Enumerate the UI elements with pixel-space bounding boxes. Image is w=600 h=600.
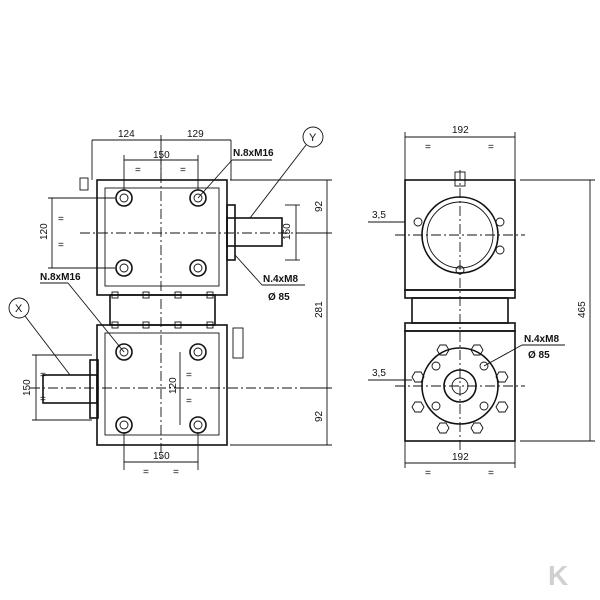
side-eq-bottom-r: = bbox=[488, 468, 494, 479]
side-flange-holes bbox=[431, 361, 489, 411]
label-lower-bolts: N.8xM16 bbox=[40, 272, 81, 283]
front-view: 124 129 150 = = 120 = = 150 92 281 92 bbox=[8, 126, 332, 478]
eq-bottom-r: = bbox=[173, 467, 179, 478]
shaft-y-callout bbox=[302, 126, 324, 148]
side-dim-192-bottom: 192 bbox=[452, 452, 469, 463]
eq-top-l: = bbox=[135, 165, 141, 176]
eq-top-r: = bbox=[180, 165, 186, 176]
label-upper-bolts: N.8xM16 bbox=[233, 148, 274, 159]
lower-bolt-bl bbox=[115, 416, 133, 434]
dim-124: 124 bbox=[118, 129, 135, 140]
shaft-x-letter: X bbox=[15, 303, 23, 315]
upper-bolt-br bbox=[189, 259, 207, 277]
side-view: 192 = = 192 = = 465 3,5 3,5 N.4xM8 Ø 85 bbox=[368, 125, 595, 479]
dim-129: 129 bbox=[187, 129, 204, 140]
lower-lug bbox=[232, 327, 244, 359]
dim-120-upper: 120 bbox=[39, 223, 50, 240]
upper-bolt-bl bbox=[115, 259, 133, 277]
lower-bolt-br bbox=[189, 416, 207, 434]
dim-92-upper: 92 bbox=[314, 200, 325, 212]
side-label-flange-bolts: N.4xM8 bbox=[524, 334, 559, 345]
eq-lower-b: = bbox=[186, 396, 192, 407]
dim-120-lower: 120 bbox=[168, 377, 179, 394]
eq-upper-left-a: = bbox=[58, 214, 64, 225]
eq-lower-a: = bbox=[186, 370, 192, 381]
side-eq-top-r: = bbox=[488, 142, 494, 153]
dim-92-lower: 92 bbox=[314, 410, 325, 422]
side-eq-top-l: = bbox=[425, 142, 431, 153]
upper-base-plate bbox=[109, 294, 216, 326]
dim-150-bottom: 150 bbox=[153, 451, 170, 462]
shaft-x bbox=[42, 374, 98, 404]
dim-150-shaft-x: 150 bbox=[22, 379, 33, 396]
side-label-flange-dia: Ø 85 bbox=[528, 350, 550, 361]
shaft-y-letter: Y bbox=[309, 132, 317, 144]
side-hex-bolts bbox=[411, 344, 509, 434]
brand-logo: K bbox=[548, 560, 568, 591]
lower-housing-inner bbox=[104, 332, 220, 436]
side-dim-192-top: 192 bbox=[452, 125, 469, 136]
dim-281: 281 bbox=[314, 301, 325, 318]
eq-bottom-l: = bbox=[143, 467, 149, 478]
shaft-x-callout bbox=[8, 297, 30, 319]
upper-bolt-tl bbox=[115, 189, 133, 207]
label-flange-dia: Ø 85 bbox=[268, 292, 290, 303]
side-upper-hole-3 bbox=[495, 245, 505, 255]
eq-shaft-x-a: = bbox=[40, 370, 46, 381]
dim-150-shaft-y: 150 bbox=[282, 223, 293, 240]
dim-150-top: 150 bbox=[153, 150, 170, 161]
upper-lug bbox=[79, 177, 89, 191]
label-flange-bolts: N.4xM8 bbox=[263, 274, 298, 285]
upper-housing-inner bbox=[104, 187, 220, 287]
side-eq-bottom-l: = bbox=[425, 468, 431, 479]
lower-bolt-tr bbox=[189, 343, 207, 361]
base-bolts bbox=[111, 291, 214, 329]
side-dim-465: 465 bbox=[577, 301, 588, 318]
lower-bolt-tl bbox=[115, 343, 133, 361]
shaft-x-collar bbox=[89, 359, 99, 419]
side-upper-hole-2 bbox=[495, 217, 505, 227]
shaft-y-collar bbox=[226, 204, 236, 261]
side-dim-3-5-lower: 3,5 bbox=[372, 368, 386, 379]
eq-shaft-x-b: = bbox=[40, 394, 46, 405]
side-upper-hole-1 bbox=[413, 217, 423, 227]
eq-upper-left-b: = bbox=[58, 240, 64, 251]
side-dim-3-5-upper: 3,5 bbox=[372, 210, 386, 221]
